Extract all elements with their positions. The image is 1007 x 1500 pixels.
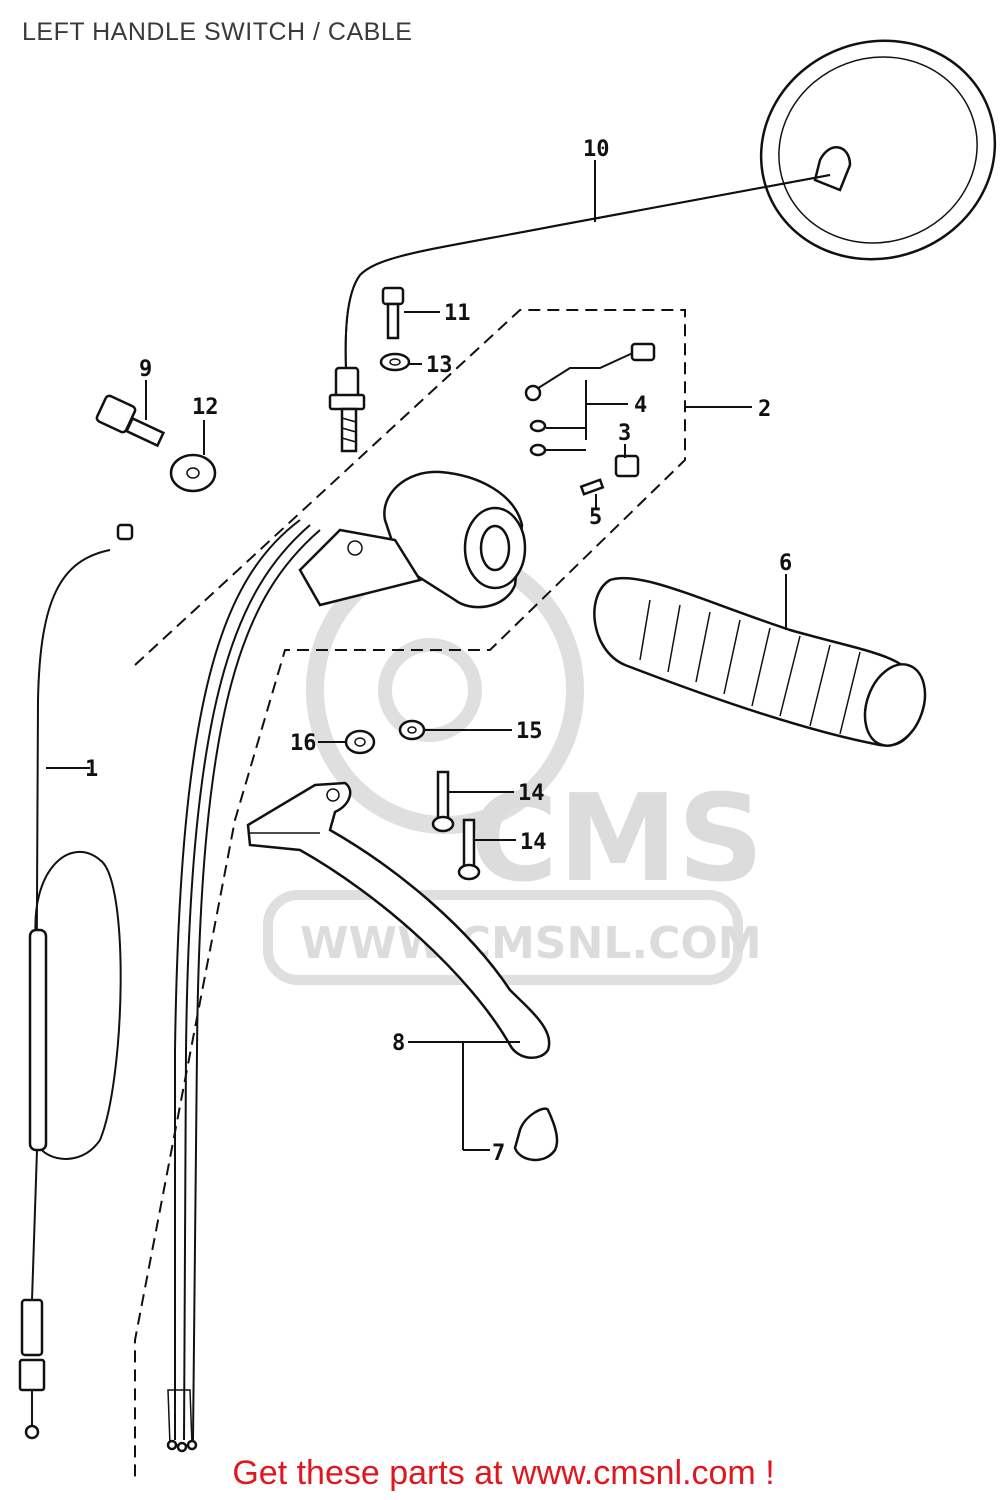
callout-15: 15: [516, 719, 543, 744]
adjuster-part-9[interactable]: [95, 394, 166, 448]
screw-part-14-b[interactable]: [457, 818, 481, 881]
get-parts-link[interactable]: Get these parts at www.cmsnl.com !: [232, 1454, 775, 1492]
callout-11: 11: [444, 301, 471, 326]
screw-part-5[interactable]: [579, 478, 605, 496]
callout-3: 3: [618, 421, 631, 446]
callout-7: 7: [492, 1141, 505, 1166]
callout-12: 12: [192, 395, 219, 420]
callout-8: 8: [392, 1031, 405, 1056]
callout-9: 9: [139, 357, 152, 382]
lever-cover-part-7[interactable]: [513, 1107, 559, 1162]
watermark-brand: CMS: [470, 770, 764, 909]
callout-16: 16: [290, 731, 317, 756]
clip-part-3[interactable]: [614, 454, 640, 478]
callout-13: 13: [426, 353, 453, 378]
callout-5: 5: [589, 505, 602, 530]
nut-part-16[interactable]: [344, 729, 376, 755]
wire-stay-part-4[interactable]: [524, 342, 656, 457]
locknut-part-12[interactable]: [169, 453, 217, 493]
handlebar-grip-part-6[interactable]: [593, 576, 935, 754]
washer-part-13[interactable]: [379, 352, 411, 372]
switch-wires: [166, 519, 321, 1453]
assembly-outline: [134, 309, 686, 1480]
callout-6: 6: [779, 551, 792, 576]
bolt-part-11[interactable]: [381, 286, 405, 340]
watermark-logo: CMS WWW.CMSNL.COM: [263, 546, 764, 985]
mirror-part-10[interactable]: [328, 8, 1007, 453]
callout-2: 2: [758, 397, 771, 422]
callout-4: 4: [634, 393, 647, 418]
nut-part-15[interactable]: [398, 719, 426, 741]
callout-10: 10: [583, 137, 610, 162]
switch-housing[interactable]: [298, 470, 527, 609]
clutch-cable-part-1[interactable]: [18, 523, 134, 1440]
screw-part-14-a[interactable]: [431, 770, 455, 833]
callout-1: 1: [85, 757, 98, 782]
page-title: LEFT HANDLE SWITCH / CABLE: [22, 18, 413, 46]
leader-lines: [46, 160, 787, 1151]
watermark-url: WWW.CMSNL.COM: [300, 918, 762, 969]
callout-14-b: 14: [520, 830, 547, 855]
callout-14-a: 14: [518, 781, 545, 806]
clutch-lever-part-8[interactable]: [246, 781, 551, 1059]
